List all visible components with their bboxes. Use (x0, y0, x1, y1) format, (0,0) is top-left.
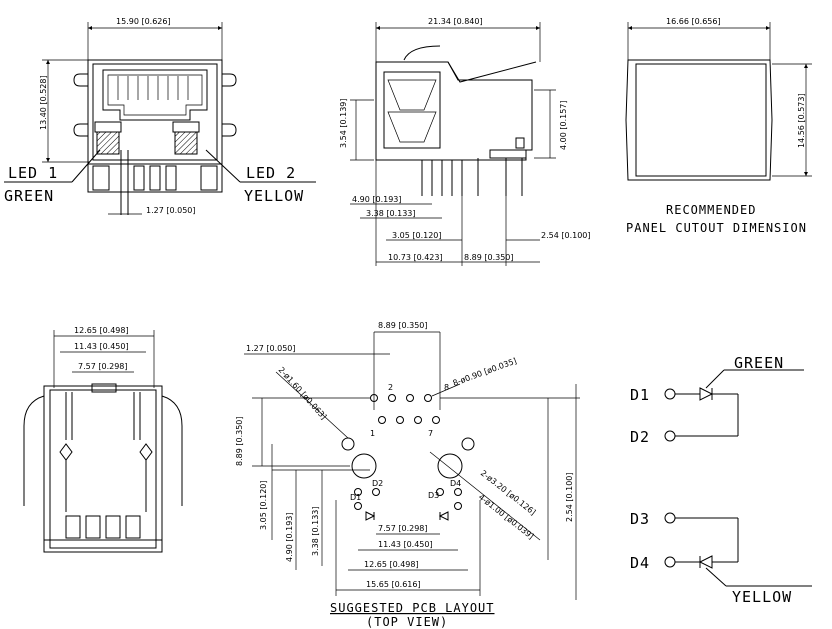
pcb-dim-row: 8.89 [0.350] (235, 417, 244, 467)
side-dim-e: 10.73 [0.423] (388, 253, 443, 262)
pcb-dim-h1: 7.57 [0.298] (378, 524, 428, 533)
pcb-dim-h4: 15.65 [0.616] (366, 580, 421, 589)
sch-d1: D1 (630, 386, 650, 404)
led1-label: LED 1 (8, 164, 58, 182)
sch-d2: D2 (630, 428, 650, 446)
pcb-hole-note-small: 8-ø0.90 [ø0.035] (452, 356, 518, 387)
pcb-pin2: 2 (388, 383, 393, 392)
pcb-title: SUGGESTED PCB LAYOUT (330, 601, 495, 615)
pcb-d2: D2 (372, 479, 383, 488)
pcb-dim-pitch: 1.27 [0.050] (246, 344, 296, 353)
led1-color: GREEN (4, 187, 54, 205)
led2-color: YELLOW (244, 187, 304, 205)
pcb-hole-note-led: 4-ø1.00 [ø0.039] (477, 492, 536, 541)
panel-cutout-view: 16.66 [0.656] 14.56 [0.573] RECOMMENDED … (625, 17, 812, 235)
pcb-dim-h2: 11.43 [0.450] (378, 540, 433, 549)
pcb-dim-v1: 3.05 [0.120] (259, 481, 268, 531)
pcb-d3: D3 (428, 491, 439, 500)
panel-height-dim: 14.56 [0.573] (797, 93, 806, 148)
front-width-dim: 15.90 [0.626] (116, 17, 171, 26)
pcb-layout-view: 8.89 [0.350] 1.27 [0.050] 2 8 1 7 8-ø0.9… (235, 321, 580, 629)
front-pitch-dim: 1.27 [0.050] (146, 206, 196, 215)
pcb-signal-holes (370, 394, 440, 424)
pcb-pin7: 7 (428, 429, 433, 438)
side-height-left-dim: 3.54 [0.139] (339, 99, 348, 149)
bottom-view: 12.65 [0.498] 11.43 [0.450] 7.57 [0.298] (23, 326, 183, 553)
front-view: 15.90 [0.626] 13.40 [0.528] (4, 17, 316, 215)
pcb-dim-v4: 2.54 [0.100] (565, 473, 574, 523)
led2-window (174, 131, 198, 155)
pcb-hole-note-peg: 2-ø1.60 [ø0.063] (277, 365, 329, 421)
bottom-dim-mid: 11.43 [0.450] (74, 342, 129, 351)
sch-d4: D4 (630, 554, 650, 572)
sch-green: GREEN (734, 354, 784, 372)
side-dim-a: 4.90 [0.193] (352, 195, 402, 204)
side-length-dim: 21.34 [0.840] (428, 17, 483, 26)
pcb-dim-v2: 4.90 [0.193] (285, 513, 294, 563)
side-view: 21.34 [0.840] 3.54 [0.139] 4.00 [0.157] (339, 17, 591, 266)
front-height-dim: 13.40 [0.528] (39, 75, 48, 130)
bottom-dim-outer: 12.65 [0.498] (74, 326, 129, 335)
sch-d3: D3 (630, 510, 650, 528)
led1-window (96, 131, 120, 155)
sch-yellow: YELLOW (732, 588, 792, 606)
pcb-dim-top: 8.89 [0.350] (378, 321, 428, 330)
side-height-right-dim: 4.00 [0.157] (559, 101, 568, 151)
led-schematic: D1 D2 GREEN D3 D4 YELLOW (630, 354, 812, 606)
pcb-d1: D1 (350, 493, 361, 502)
side-dim-b: 3.38 [0.133] (366, 209, 416, 218)
led2-label: LED 2 (246, 164, 296, 182)
pcb-pin1: 1 (370, 429, 375, 438)
panel-width-dim: 16.66 [0.656] (666, 17, 721, 26)
side-dim-c: 3.05 [0.120] (392, 231, 442, 240)
panel-title-line2: PANEL CUTOUT DIMENSION (626, 221, 807, 235)
side-dim-d: 2.54 [0.100] (541, 231, 591, 240)
side-dim-f: 8.89 [0.350] (464, 253, 514, 262)
panel-title-line1: RECOMMENDED (666, 203, 756, 217)
pcb-hole-note-large: 2-ø3.20 [ø0.126] (479, 468, 538, 517)
pcb-subtitle: (TOP VIEW) (366, 615, 448, 629)
pcb-pin8: 8 (444, 383, 449, 392)
bottom-dim-inner: 7.57 [0.298] (78, 362, 128, 371)
pcb-dim-h3: 12.65 [0.498] (364, 560, 419, 569)
pcb-d4: D4 (450, 479, 461, 488)
pcb-dim-v3: 3.38 [0.133] (311, 507, 320, 557)
